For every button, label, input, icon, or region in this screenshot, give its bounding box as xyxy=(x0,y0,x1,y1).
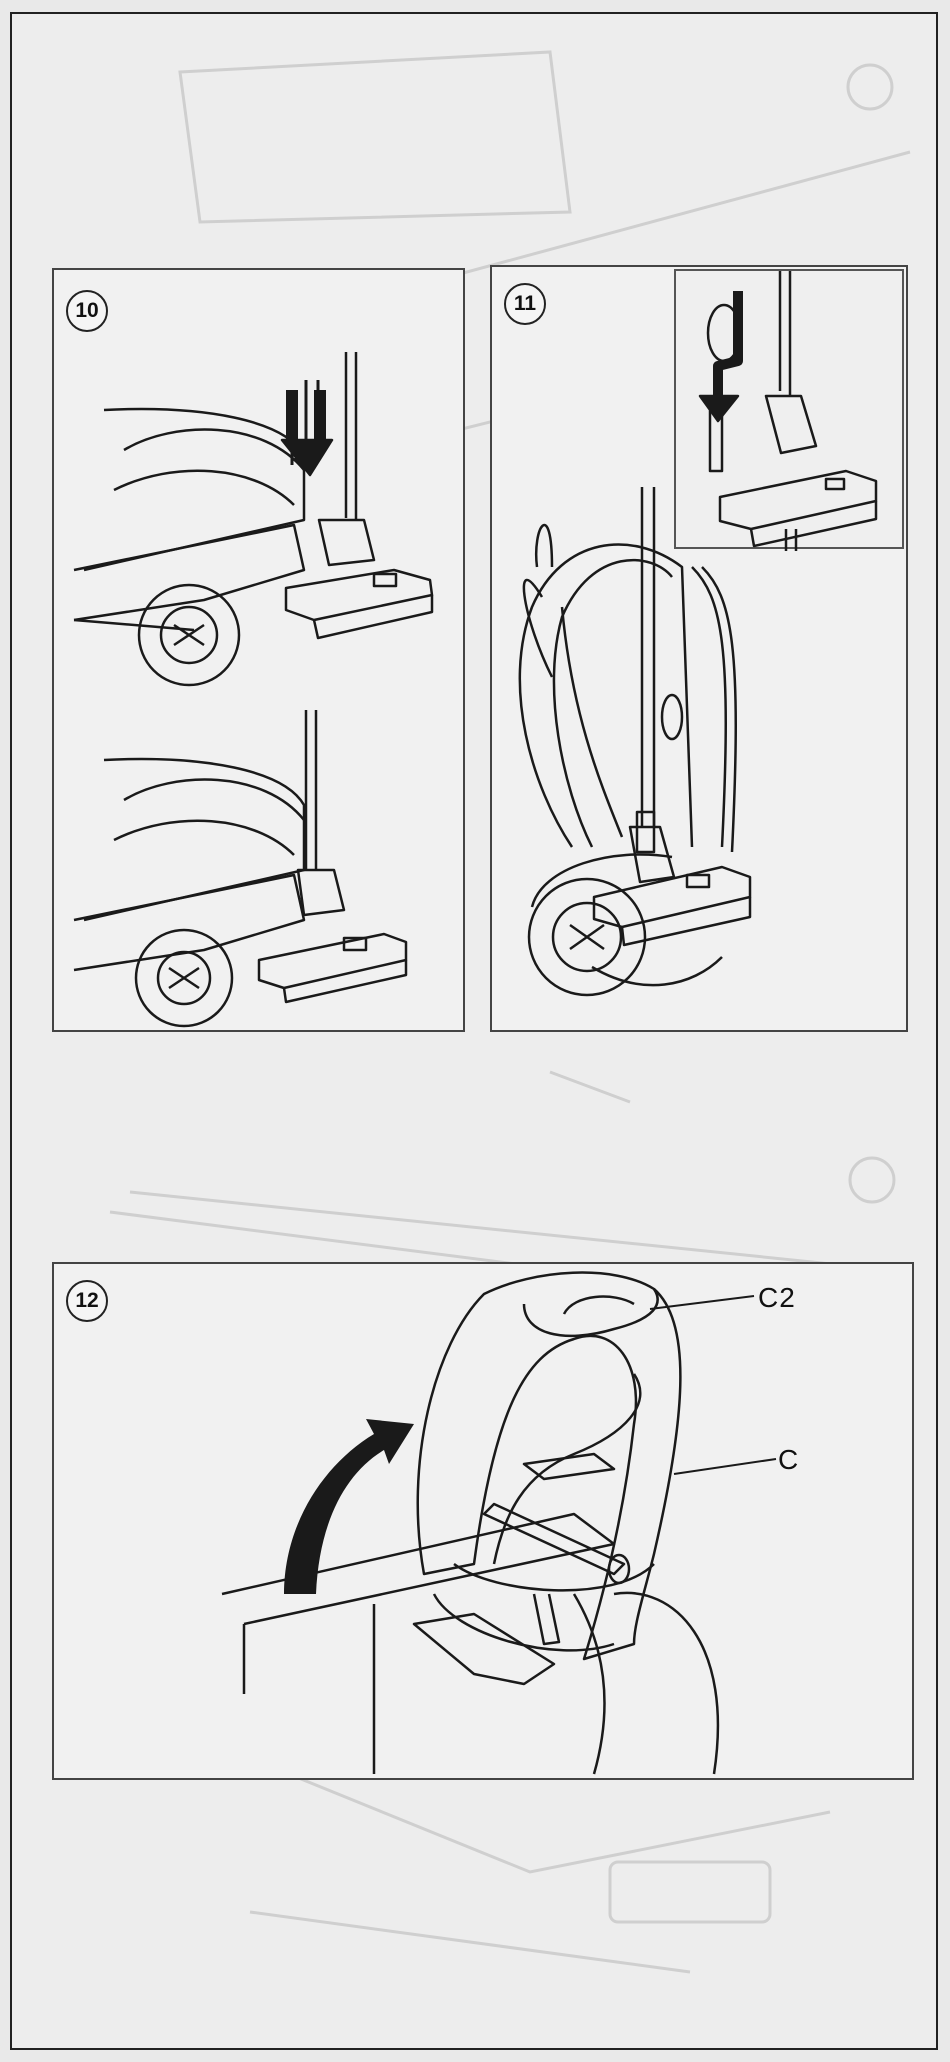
lid-open-illustration xyxy=(54,1264,916,1782)
step-12-panel: 12 C2 C xyxy=(52,1262,914,1780)
step-11-panel: 11 xyxy=(490,265,908,1032)
step-10-panel: 10 xyxy=(52,268,465,1032)
vacuum-park-illustration xyxy=(54,270,467,1034)
vacuum-vertical-illustration xyxy=(492,267,910,1034)
